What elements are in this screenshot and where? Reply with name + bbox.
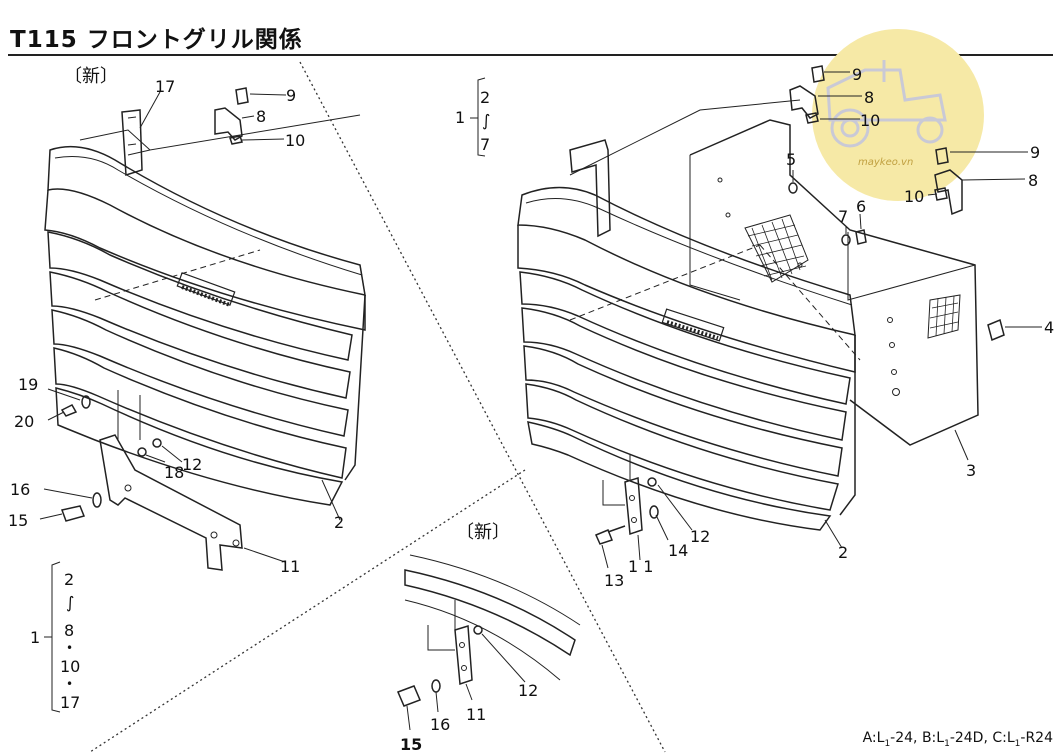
separator-diagonal-long bbox=[299, 61, 666, 753]
group-left-10: 10 bbox=[60, 657, 80, 676]
label-9-left: 9 bbox=[286, 86, 296, 105]
group-left-17: 17 bbox=[60, 693, 80, 712]
label-17: 17 bbox=[155, 77, 175, 96]
label-16-left: 16 bbox=[10, 480, 30, 499]
label-12-left: 12 bbox=[182, 455, 202, 474]
footnote-c-prefix: C:L bbox=[992, 730, 1015, 747]
model-footnote: A:L1-24, B:L1-24D, C:L1-R24 bbox=[863, 730, 1053, 749]
label-2-left: 2 bbox=[334, 513, 344, 532]
label-9-upper: 9 bbox=[852, 65, 862, 84]
label-11-left: 11 bbox=[280, 557, 300, 576]
part-labels: 〔新〕 17 9 8 10 19 20 16 15 18 12 11 2 2 ∫… bbox=[8, 65, 1054, 754]
group-right-7: 7 bbox=[480, 135, 490, 154]
label-7: 7 bbox=[838, 207, 848, 226]
label-10-lower: 10 bbox=[904, 187, 924, 206]
label-13: 13 bbox=[604, 571, 624, 590]
label-new-inset: 〔新〕 bbox=[456, 522, 510, 543]
footnote-a-sub: 1 bbox=[884, 739, 891, 749]
left-grille bbox=[44, 87, 366, 571]
label-6: 6 bbox=[856, 197, 866, 216]
label-4: 4 bbox=[1044, 318, 1054, 337]
label-5: 5 bbox=[786, 150, 796, 169]
group-left-8: 8 bbox=[64, 621, 74, 640]
label-16-inset: 16 bbox=[430, 715, 450, 734]
right-assembly bbox=[517, 65, 1005, 545]
label-9-lower: 9 bbox=[1030, 143, 1040, 162]
label-15-left: 15 bbox=[8, 511, 28, 530]
label-15-inset: 15 bbox=[400, 735, 422, 754]
label-2-right: 2 bbox=[838, 543, 848, 562]
footnote-a-suffix: -24, bbox=[890, 730, 918, 747]
callout-lines bbox=[39, 71, 1042, 731]
label-20: 20 bbox=[14, 412, 34, 431]
title-rule bbox=[8, 54, 1053, 56]
page-title: T115 フロントグリル関係 bbox=[10, 27, 303, 53]
group-left-1: 1 bbox=[30, 628, 40, 647]
label-12-right: 12 bbox=[690, 527, 710, 546]
group-left-bullet-1: • bbox=[66, 641, 73, 655]
label-10-left: 10 bbox=[285, 131, 305, 150]
label-11-inset: 11 bbox=[466, 705, 486, 724]
footnote-c-sub: 1 bbox=[1014, 739, 1021, 749]
label-14: 14 bbox=[668, 541, 688, 560]
label-10-upper: 10 bbox=[860, 111, 880, 130]
label-8-left: 8 bbox=[256, 107, 266, 126]
group-right-tilde: ∫ bbox=[482, 111, 490, 130]
label-18: 18 bbox=[164, 463, 184, 482]
label-11-right: 1 1 bbox=[628, 557, 653, 576]
label-19: 19 bbox=[18, 375, 38, 394]
footnote-b-sub: 1 bbox=[944, 739, 950, 749]
label-8-lower: 8 bbox=[1028, 171, 1038, 190]
watermark-logo: maykeo.vn bbox=[812, 29, 984, 201]
group-left-2: 2 bbox=[64, 570, 74, 589]
footnote-b-prefix: B:L bbox=[921, 730, 945, 747]
footnote-c-suffix: -R24 bbox=[1020, 730, 1053, 747]
inset-detail bbox=[397, 554, 581, 707]
separator-inset-upper bbox=[89, 469, 526, 753]
group-right-2: 2 bbox=[480, 88, 490, 107]
group-right-1: 1 bbox=[455, 108, 465, 127]
label-8-upper: 8 bbox=[864, 88, 874, 107]
watermark-text: maykeo.vn bbox=[858, 157, 913, 168]
label-new-left: 〔新〕 bbox=[64, 66, 118, 87]
footnote-b-suffix: -24D, bbox=[949, 730, 988, 747]
label-3: 3 bbox=[966, 461, 976, 480]
group-left-bullet-2: • bbox=[66, 677, 73, 691]
label-12-inset: 12 bbox=[518, 681, 538, 700]
footnote-a-prefix: A:L bbox=[862, 730, 885, 747]
group-left-tilde: ∫ bbox=[66, 593, 74, 612]
